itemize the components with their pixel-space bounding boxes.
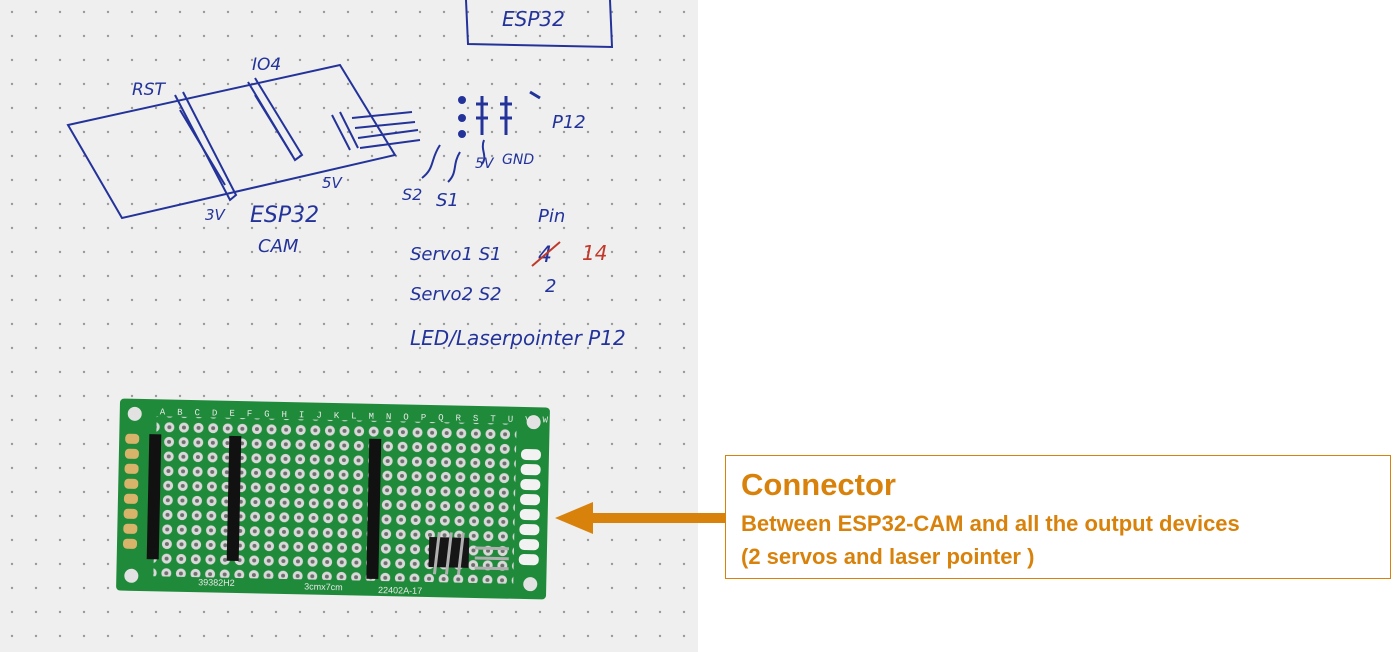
note-servo2: Servo2 S2 (410, 284, 502, 305)
callout-description-devices: (2 servos and laser pointer ) (741, 544, 1035, 569)
strike-mark (531, 241, 561, 267)
note-servo1-new-pin: 14 (582, 241, 607, 265)
note-servo1: Servo1 S1 (410, 244, 502, 265)
note-5v-board: 5V (322, 174, 344, 192)
note-rst: RST (132, 80, 167, 100)
connector-callout: Connector Between ESP32-CAM and all the … (725, 455, 1391, 579)
note-box-label: ESP32 (502, 7, 565, 31)
note-3v: 3V (205, 206, 227, 224)
board-silk-mid: 3cmx7cm (304, 581, 343, 592)
board-silk-right: 22402A-17 (378, 585, 422, 596)
note-s1: S1 (436, 190, 459, 211)
arrow-left-icon (555, 502, 728, 534)
sketch-esp32-box (465, 0, 614, 49)
sketch-esp32-cam (66, 63, 421, 220)
callout-title: Connector (741, 467, 896, 502)
notebook-photo: ESP32 RST IO4 5V 3V ESP32 CAM (0, 0, 698, 652)
perfboard: A B C D E F G H I J K L M N O P Q R S T … (116, 398, 569, 600)
note-esp32: ESP32 (250, 203, 319, 228)
note-s2: S2 (402, 185, 422, 204)
note-gnd: GND (502, 152, 534, 168)
note-led: LED/Laserpointer P12 (410, 326, 626, 350)
note-io4: IO4 (252, 55, 281, 75)
note-p12: P12 (552, 112, 586, 133)
note-pin-header: Pin (538, 206, 565, 227)
board-silk-left: 39382H2 (198, 577, 235, 588)
callout-description: Between ESP32-CAM and all the output dev… (741, 511, 1240, 536)
photo-canvas: ESP32 RST IO4 5V 3V ESP32 CAM (0, 0, 698, 652)
note-cam: CAM (258, 236, 299, 257)
sketch-pin-header (458, 90, 541, 138)
note-5v: 5V (475, 156, 495, 172)
note-servo2-pin: 2 (545, 276, 556, 297)
